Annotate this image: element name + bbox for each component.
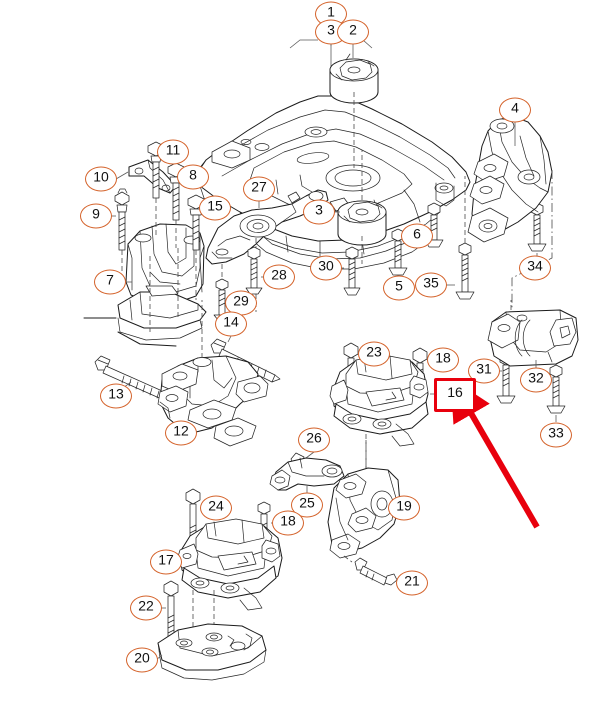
long-bolt-part-22 xyxy=(160,580,179,662)
callout-34[interactable]: 34 xyxy=(519,255,551,281)
callout-13[interactable]: 13 xyxy=(100,383,132,409)
left-engine-mount-part-7 xyxy=(83,223,207,347)
callout-6[interactable]: 6 xyxy=(401,223,433,249)
bolt-part-28 xyxy=(245,246,268,295)
callout-2[interactable]: 2 xyxy=(337,19,369,45)
callout-30[interactable]: 30 xyxy=(310,255,342,281)
callout-33[interactable]: 33 xyxy=(540,422,572,448)
callout-23[interactable]: 23 xyxy=(358,341,390,367)
callout-4[interactable]: 4 xyxy=(499,97,531,123)
callout-18[interactable]: 18 xyxy=(427,347,459,373)
callout-11[interactable]: 11 xyxy=(157,139,189,165)
callout-12[interactable]: 12 xyxy=(165,420,197,446)
callout-19[interactable]: 19 xyxy=(388,495,420,521)
callout-17[interactable]: 17 xyxy=(150,549,182,575)
pendulum-support-link-part-25 xyxy=(269,457,345,495)
transmission-mount-part-16 xyxy=(329,354,437,470)
callout-20[interactable]: 20 xyxy=(126,647,158,673)
transmission-mount-bracket-part-19 xyxy=(327,440,401,563)
right-support-bracket-part-4 xyxy=(467,115,553,310)
bolt-part-33 xyxy=(546,350,566,422)
rubber-mount-bush-part-2 xyxy=(329,53,379,168)
transmission-mount-part-17 xyxy=(174,518,283,632)
callout-29[interactable]: 29 xyxy=(225,290,257,316)
subframe-part-1 xyxy=(195,95,471,270)
callout-8[interactable]: 8 xyxy=(177,164,209,190)
callout-16[interactable]: 16 xyxy=(434,378,476,412)
callout-7[interactable]: 7 xyxy=(94,269,126,295)
callout-26[interactable]: 26 xyxy=(298,427,330,453)
bolt-part-29 xyxy=(213,278,236,321)
callout-32[interactable]: 32 xyxy=(520,367,552,393)
callout-5[interactable]: 5 xyxy=(383,275,415,301)
callout-10[interactable]: 10 xyxy=(85,166,117,192)
callout-14[interactable]: 14 xyxy=(215,311,247,337)
bolt-part-30 xyxy=(338,246,361,296)
callout-28[interactable]: 28 xyxy=(263,264,295,290)
callout-27[interactable]: 27 xyxy=(243,176,275,202)
callout-22[interactable]: 22 xyxy=(130,595,162,621)
stud-bolt-part-9 xyxy=(110,188,130,284)
red-pointer-arrow xyxy=(450,377,540,529)
bolt-part-35 xyxy=(446,176,475,300)
callout-3[interactable]: 3 xyxy=(303,199,335,225)
callout-15[interactable]: 15 xyxy=(199,195,231,221)
callout-9[interactable]: 9 xyxy=(80,203,112,229)
transmission-mount-support-part-20 xyxy=(155,623,267,681)
callout-24[interactable]: 24 xyxy=(200,495,232,521)
callout-18[interactable]: 18 xyxy=(272,510,304,536)
callout-21[interactable]: 21 xyxy=(396,570,428,596)
rubber-mount-bush-part-3 xyxy=(335,150,387,264)
clamp-bracket-part-32 xyxy=(487,300,579,369)
callout-35[interactable]: 35 xyxy=(415,272,447,298)
